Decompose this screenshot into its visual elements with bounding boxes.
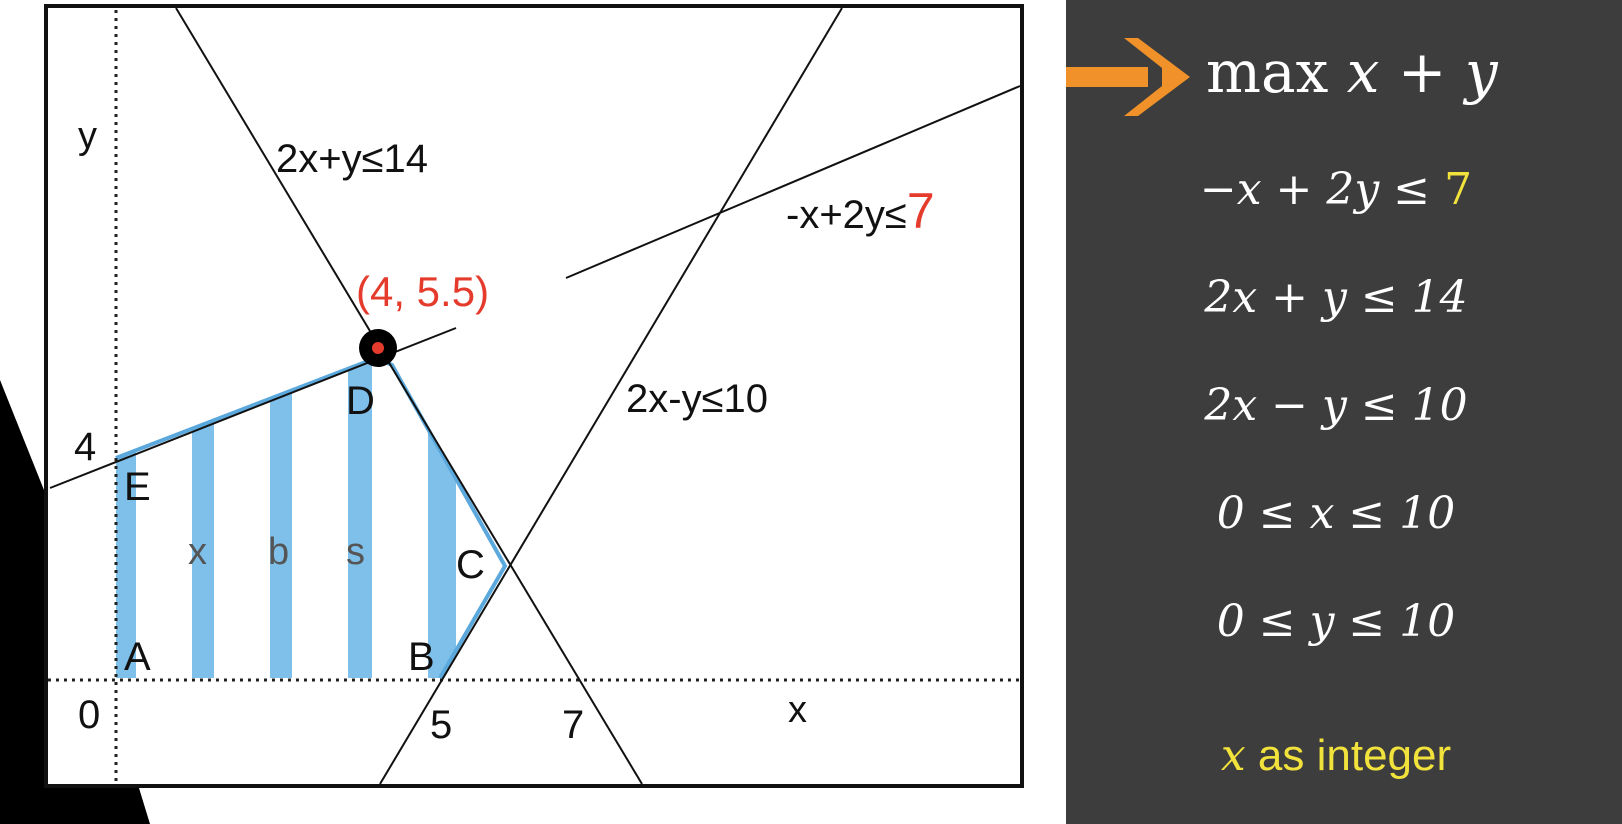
tick-x-7: 7 <box>562 703 584 747</box>
constraint-2: 2x + y ≤ 14 <box>1204 272 1468 323</box>
integer-note-text: as integer <box>1245 731 1452 780</box>
tick-x-5: 5 <box>430 703 452 747</box>
integer-note-var: x <box>1220 730 1246 781</box>
stripe-letter-b: b <box>268 531 289 573</box>
line-neg-x-plus-2y-upper <box>565 85 1021 279</box>
line-2x-minus-y <box>379 7 843 785</box>
objective-prefix: max <box>1206 38 1329 106</box>
integer-note: x as integer <box>1126 730 1546 781</box>
arrow-right-icon <box>1066 38 1190 116</box>
label-2x-minus-y: 2x-y≤10 <box>626 377 768 421</box>
axis-y-label: y <box>78 115 97 157</box>
label-2x-plus-y: 2x+y≤14 <box>276 137 428 181</box>
vertex-label-d: D <box>346 379 375 423</box>
vertex-label-e: E <box>124 465 151 509</box>
line-2x-plus-y <box>175 7 643 785</box>
optimum-label: (4, 5.5) <box>356 268 489 315</box>
constraint-4: 0 ≤ x ≤ 10 <box>1216 488 1456 539</box>
optimum-point-center <box>372 342 384 354</box>
constraint-3: 2x − y ≤ 10 <box>1204 380 1468 431</box>
constraint-5: 0 ≤ y ≤ 10 <box>1216 596 1456 647</box>
objective-expr: x + y <box>1346 38 1498 106</box>
objective: max x + y <box>1206 38 1606 106</box>
axis-x-label: x <box>788 689 807 731</box>
vertex-label-b: B <box>408 635 435 679</box>
stripe-letter-x: x <box>188 531 207 573</box>
vertex-label-a: A <box>124 635 151 679</box>
label-neg-x-plus-2y-rhs: 7 <box>907 183 935 239</box>
constraint-1-rhs: 7 <box>1444 164 1473 215</box>
constraint-1: −x + 2y ≤ 7 <box>1199 164 1473 215</box>
feasible-region-edge <box>115 355 508 680</box>
vertex-label-c: C <box>456 543 485 587</box>
label-neg-x-plus-2y: -x+2y≤7 <box>786 183 935 239</box>
formulation-panel: max x + y −x + 2y ≤ 7 2x + y ≤ 14 2x − y… <box>1066 0 1622 824</box>
origin-label: 0 <box>78 693 100 737</box>
tick-y-4: 4 <box>74 425 96 469</box>
lp-diagram: y x 0 4 5 7 2x+y≤14 -x+2y≤7 2x-y≤10 (4, … <box>0 4 1024 824</box>
stripe-letter-s: s <box>346 531 365 573</box>
